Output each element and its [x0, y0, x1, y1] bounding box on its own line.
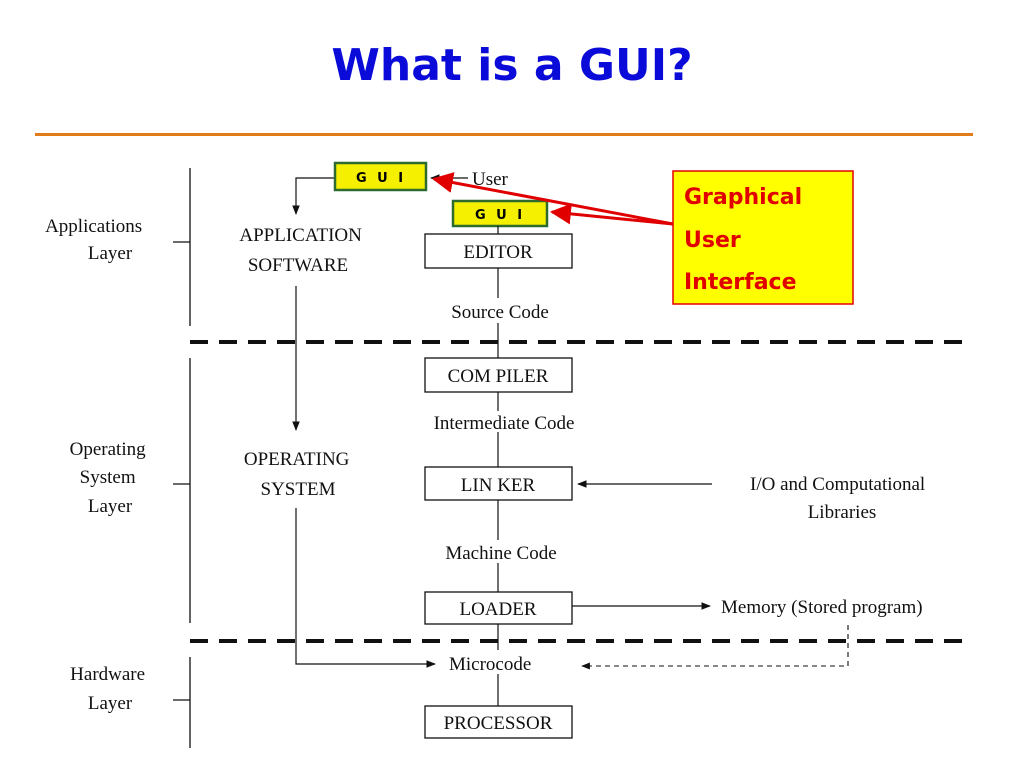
intermediate-code-label: Intermediate Code: [434, 413, 575, 434]
source-code-label: Source Code: [451, 302, 549, 323]
memory-to-microcode-dashed-arrow: [581, 625, 849, 670]
compiler-box: COM PILER: [424, 357, 573, 393]
gui-box-top-label: G U I: [356, 171, 406, 186]
machine-code-label: Machine Code: [445, 543, 556, 564]
microcode-label: Microcode: [449, 654, 531, 675]
applications-layer-label: Applications Layer: [45, 216, 147, 264]
processor-label: PROCESSOR: [444, 713, 553, 734]
memory-label: Memory (Stored program): [721, 597, 923, 618]
hardware-layer-bracket: [173, 657, 191, 748]
editor-box: EDITOR: [424, 233, 573, 269]
os-layer-bracket: [173, 358, 191, 623]
callout-arrows: [431, 172, 674, 226]
loader-label: LOADER: [459, 599, 536, 620]
user-label: User: [472, 169, 509, 190]
compiler-label: COM PILER: [448, 366, 549, 387]
linker-label: LIN KER: [461, 475, 536, 496]
linker-box: LIN KER: [424, 466, 573, 501]
editor-label: EDITOR: [463, 242, 533, 263]
title-divider: [35, 133, 973, 136]
os-layer-label: Operating System Layer: [70, 439, 151, 517]
applications-layer-bracket: [173, 168, 191, 326]
gui-box-editor-label: G U I: [475, 208, 525, 223]
loader-box: LOADER: [424, 591, 573, 625]
gui-box-top: G U I: [333, 161, 428, 192]
operating-system-label: OPERATING SYSTEM: [244, 449, 354, 500]
processor-box: PROCESSOR: [424, 705, 573, 739]
page-title: What is a GUI?: [331, 40, 693, 91]
gui-box-editor: G U I: [451, 199, 549, 228]
gui-callout: Graphical User Interface: [672, 170, 854, 305]
hardware-layer-label: Hardware Layer: [70, 664, 150, 714]
libraries-label: I/O and Computational Libraries: [750, 474, 930, 523]
callout-text: Graphical User Interface: [684, 185, 810, 295]
application-software-label: APPLICATION SOFTWARE: [239, 225, 366, 276]
app-flow-connectors: [292, 177, 436, 668]
